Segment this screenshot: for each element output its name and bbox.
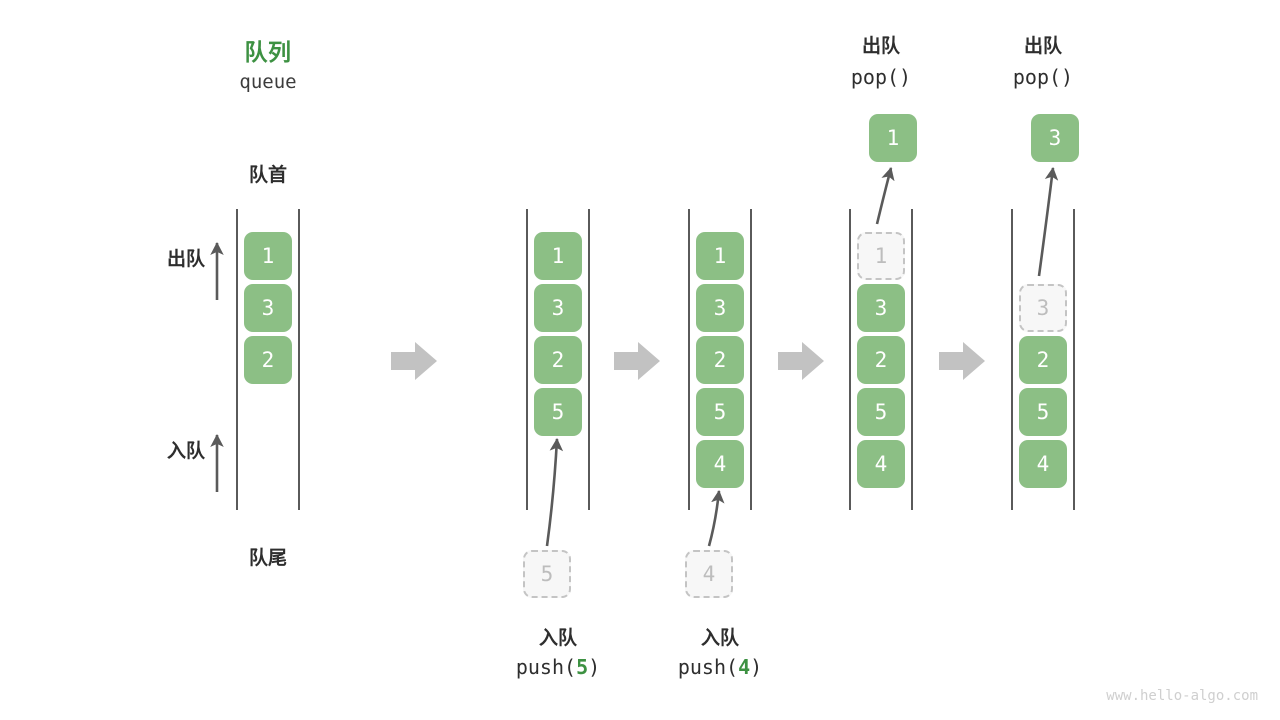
queue-cell: 1 (244, 232, 292, 280)
pop-label-cn: 出队 (861, 35, 900, 57)
queue-cell: 3 (534, 284, 582, 332)
queue-cell-ghost: 3 (1019, 284, 1067, 332)
queue-rail-right (1073, 209, 1075, 510)
queue-cell: 3 (244, 284, 292, 332)
push-label-cn: 入队 (538, 627, 577, 649)
queue-rail-right (298, 209, 300, 510)
queue-rail-right (588, 209, 590, 510)
diagram-title-cn: 队列 (244, 40, 292, 66)
push-call-argument: 5 (576, 655, 589, 679)
push-call-suffix: ) (588, 655, 601, 679)
incoming-value-box: 4 (685, 550, 733, 598)
queue-cell: 5 (534, 388, 582, 436)
queue-rail-right (911, 209, 913, 510)
diagram-title-en: queue (239, 71, 297, 93)
queue-cell-ghost: 1 (857, 232, 905, 280)
pop-label-en: pop() (850, 65, 912, 89)
push-label-en: push(4) (630, 655, 810, 679)
push-call-prefix: push( (515, 655, 577, 679)
queue-rail-left (688, 209, 690, 510)
push-call-prefix: push( (677, 655, 739, 679)
queue-rail-left (1011, 209, 1013, 510)
queue-cell: 2 (534, 336, 582, 384)
queue-cell: 1 (696, 232, 744, 280)
queue-cell: 2 (696, 336, 744, 384)
pop-label-cn: 出队 (1023, 35, 1062, 57)
queue-cell: 5 (1019, 388, 1067, 436)
queue-cell: 2 (244, 336, 292, 384)
queue-cell: 5 (696, 388, 744, 436)
queue-cell: 3 (857, 284, 905, 332)
push-label-en: push(5) (468, 655, 648, 679)
queue-head-label: 队首 (248, 164, 287, 186)
queue-cell: 2 (857, 336, 905, 384)
queue-rail-left (849, 209, 851, 510)
queue-cell: 4 (1019, 440, 1067, 488)
incoming-value-box: 5 (523, 550, 571, 598)
queue-cell: 3 (696, 284, 744, 332)
queue-rail-left (236, 209, 238, 510)
queue-rail-left (526, 209, 528, 510)
queue-cell: 2 (1019, 336, 1067, 384)
popped-value-box: 3 (1031, 114, 1079, 162)
queue-cell: 1 (534, 232, 582, 280)
dequeue-direction-label: 出队 (166, 248, 205, 270)
enqueue-direction-label: 入队 (166, 440, 205, 462)
watermark: www.hello-algo.com (1106, 688, 1258, 704)
queue-cell: 4 (857, 440, 905, 488)
push-call-suffix: ) (750, 655, 763, 679)
push-call-argument: 4 (738, 655, 751, 679)
queue-rail-right (750, 209, 752, 510)
queue-cell: 5 (857, 388, 905, 436)
pop-label-en: pop() (1012, 65, 1074, 89)
queue-cell: 4 (696, 440, 744, 488)
push-label-cn: 入队 (700, 627, 739, 649)
popped-value-box: 1 (869, 114, 917, 162)
queue-tail-label: 队尾 (248, 547, 287, 569)
